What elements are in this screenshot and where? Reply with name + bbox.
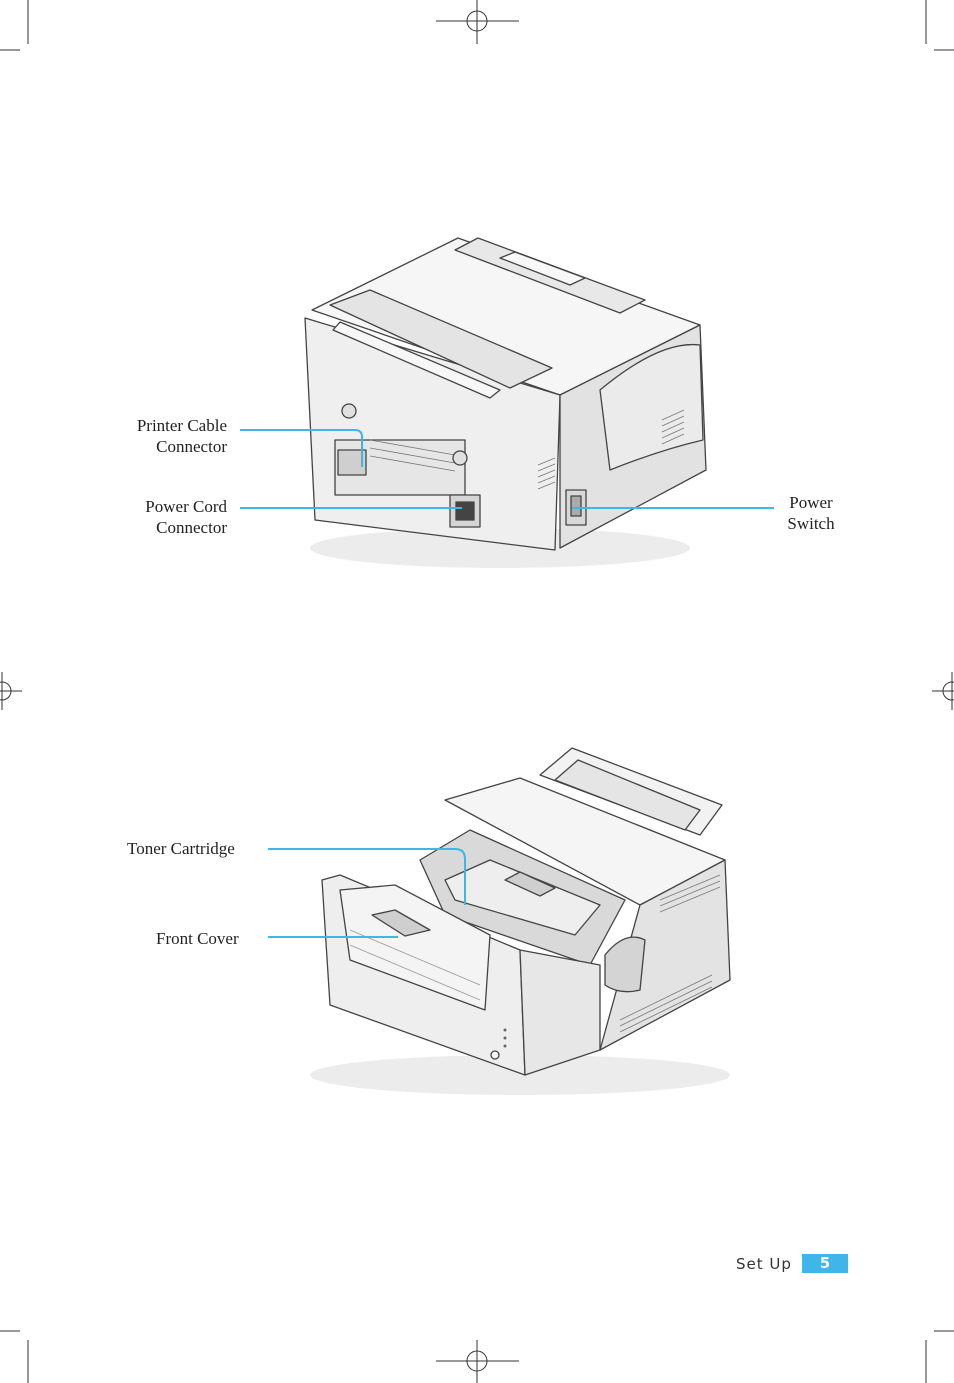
page-number-badge: 5 xyxy=(802,1254,848,1273)
power-switch-label-line1: Power xyxy=(789,493,833,512)
printer-cable-label-line1: Printer Cable xyxy=(136,416,227,435)
power-cord-connector-label: Power Cord Connector xyxy=(116,496,227,538)
section-title: Set Up xyxy=(736,1255,792,1273)
printer-cable-callout-line xyxy=(240,429,363,467)
power-cord-label-line2: Connector xyxy=(156,518,227,537)
power-switch-label-line2: Switch xyxy=(787,514,835,533)
toner-cartridge-label: Toner Cartridge xyxy=(127,839,235,858)
printer-cable-label-line2: Connector xyxy=(156,437,227,456)
front-cover-label: Front Cover xyxy=(156,929,239,948)
printer-rear-illustration xyxy=(304,237,707,568)
power-cord-label-line1: Power Cord xyxy=(145,497,227,516)
power-switch-label: Power Switch xyxy=(779,492,843,534)
printer-cable-connector-label: Printer Cable Connector xyxy=(116,415,227,457)
toner-cartridge-callout-line xyxy=(268,848,466,905)
printer-front-illustration xyxy=(310,747,731,1095)
callout-lines xyxy=(240,429,774,938)
